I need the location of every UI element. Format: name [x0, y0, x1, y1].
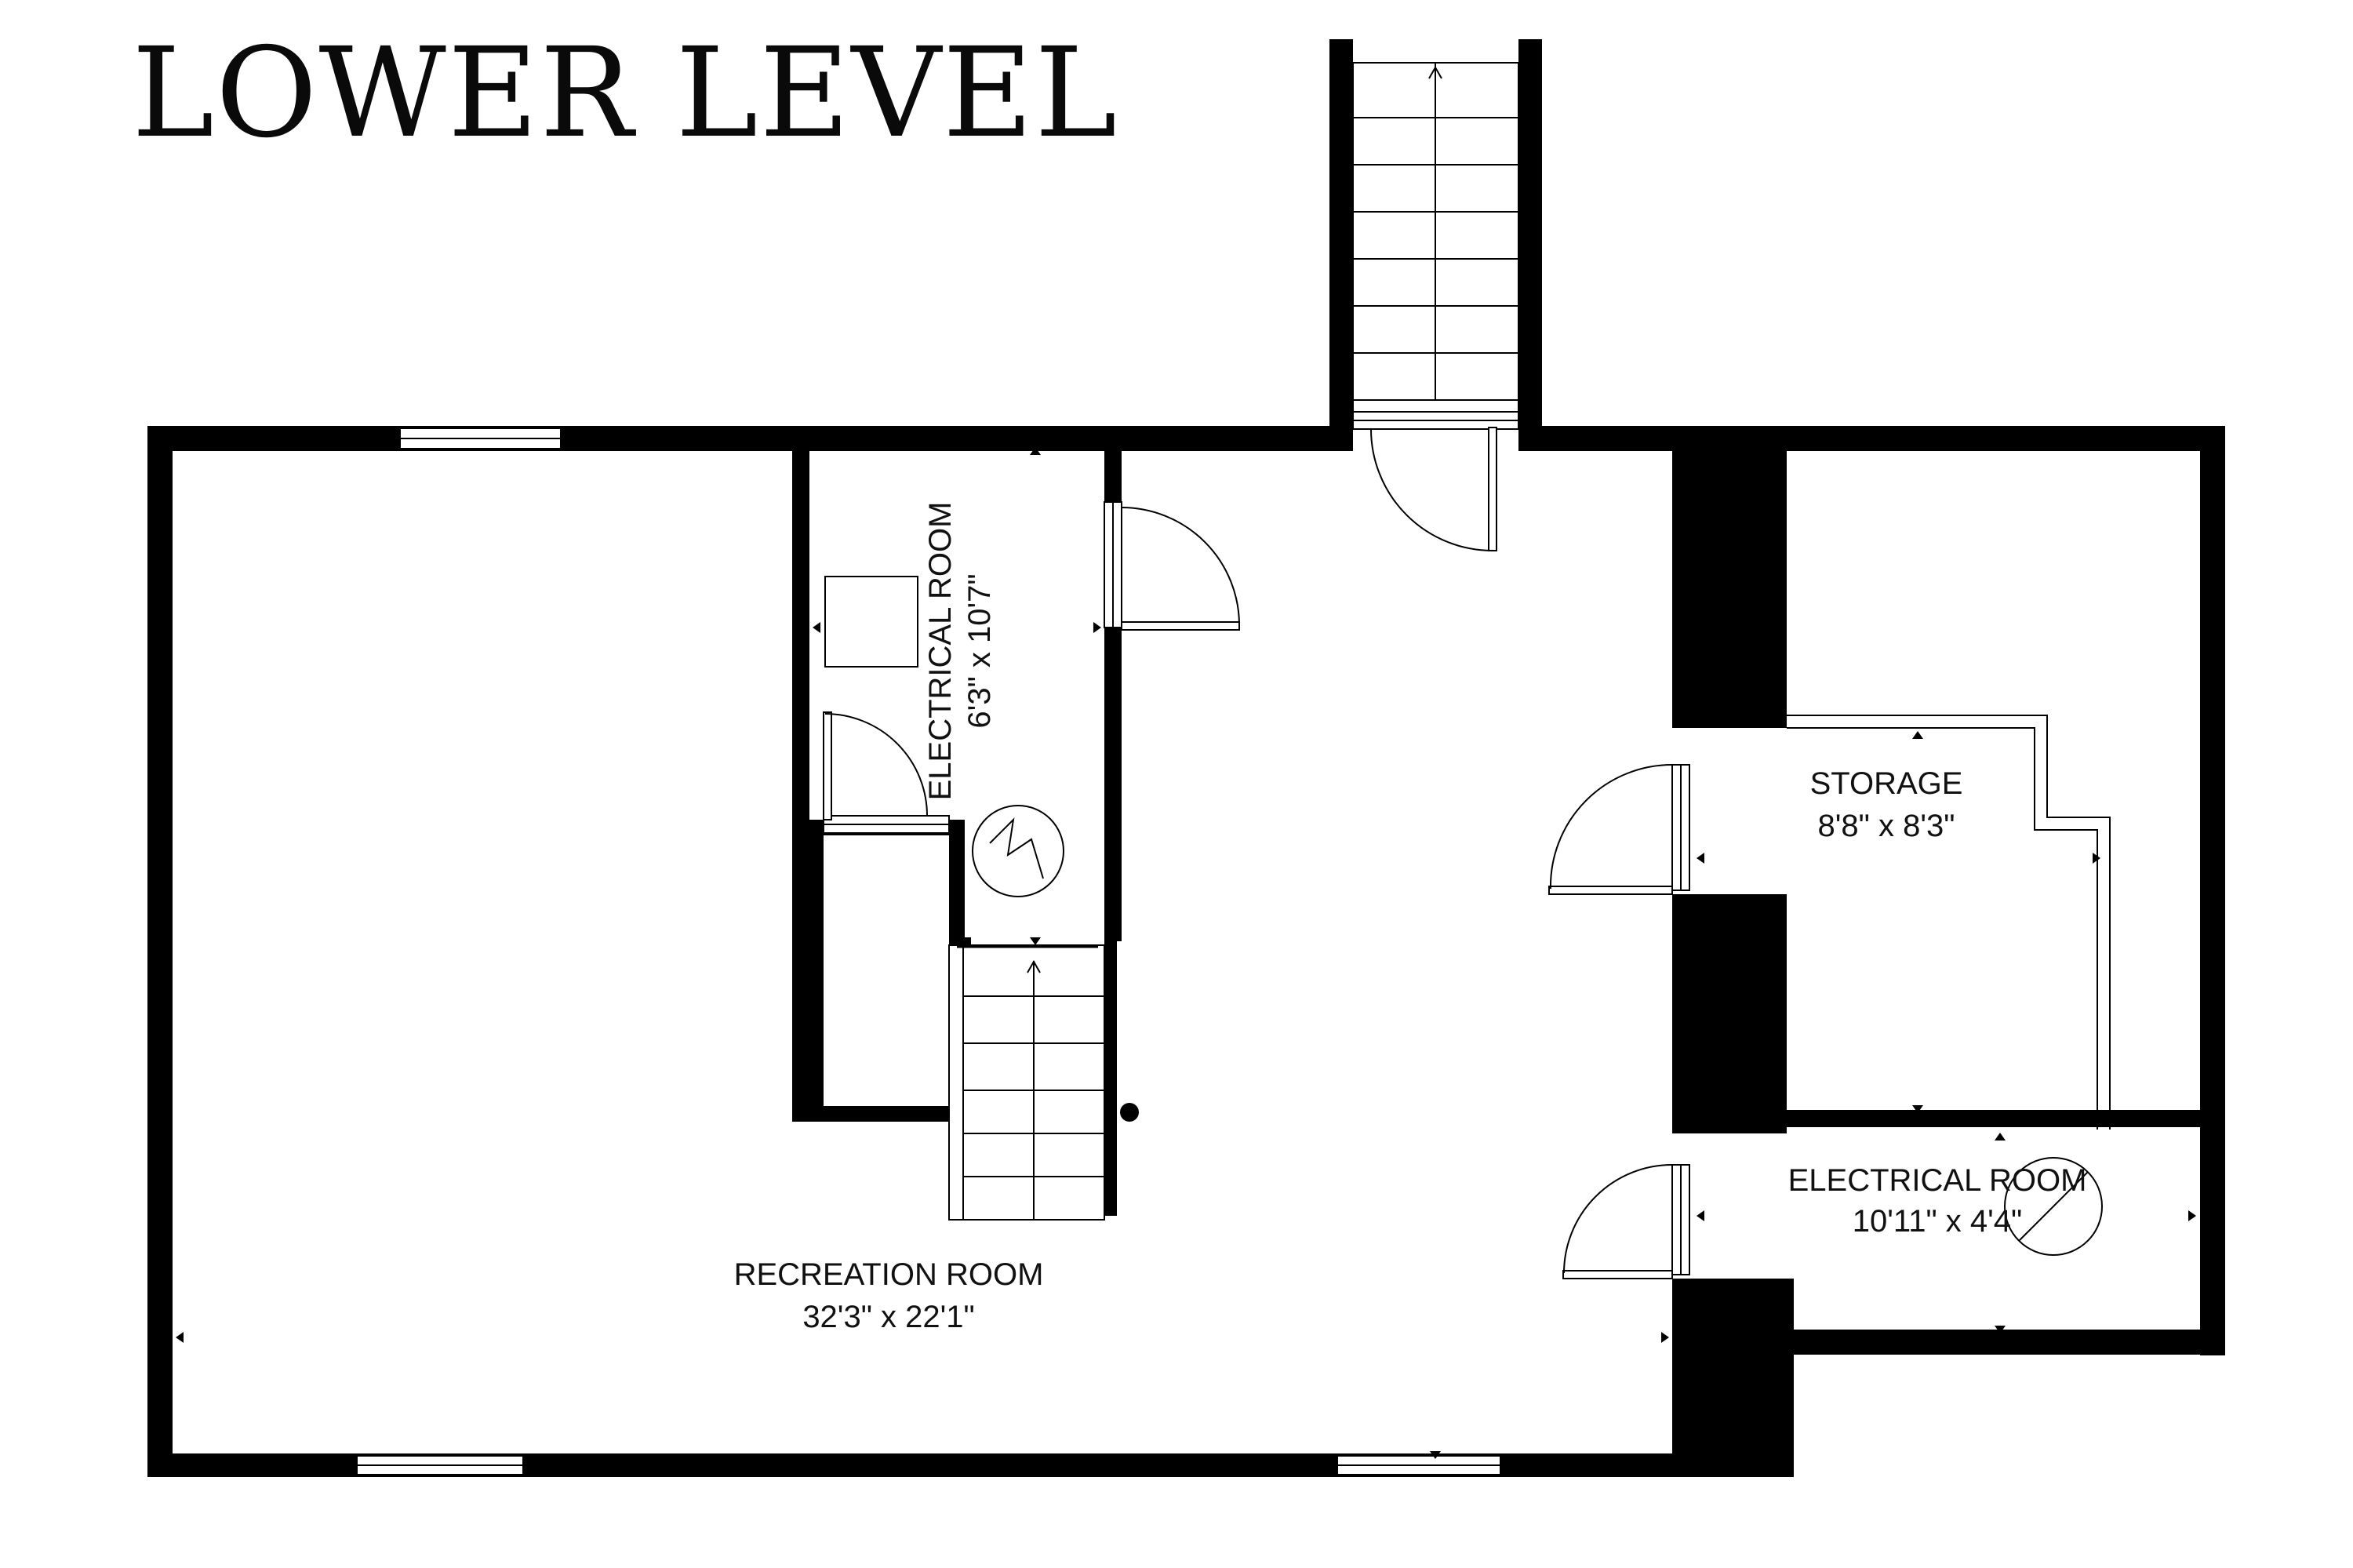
page-title: LOWER LEVEL: [132, 21, 1118, 166]
doors: [823, 411, 1690, 1279]
room-name: STORAGE: [1810, 766, 1963, 801]
room-electrical-small: ELECTRICAL ROOM 10'11" x 4'4": [1788, 1163, 2087, 1239]
room-dimensions: 10'11" x 4'4": [1853, 1204, 2022, 1239]
wall-top-right: [1518, 426, 2225, 451]
post-dot: [1120, 1103, 1139, 1122]
room-recreation: RECREATION ROOM 32'3" x 22'1": [734, 1257, 1044, 1334]
room-storage: STORAGE 8'8" x 8'3": [1810, 766, 1963, 843]
wall-top-left: [147, 426, 1344, 451]
wall-right: [2200, 426, 2225, 1355]
walls: [147, 39, 2225, 1477]
wall-electrical-right-lower: [1104, 933, 1117, 1216]
room-name: ELECTRICAL ROOM: [923, 502, 958, 801]
wall-left: [147, 426, 173, 1477]
wall-stairwell-right: [1518, 39, 1542, 451]
room-name: RECREATION ROOM: [734, 1257, 1044, 1292]
wall-stairwell-left: [1329, 39, 1353, 451]
wall-storage-left-lower: [1774, 894, 1787, 1133]
room-dimensions: 6'3" x 10'7": [962, 573, 997, 728]
room-electrical-main: ELECTRICAL ROOM 6'3" x 10'7": [923, 502, 997, 801]
fixtures: [824, 576, 2111, 1256]
no-entry-icon: [2004, 1157, 2103, 1256]
wall-closet-bottom: [792, 1106, 963, 1122]
room-name: ELECTRICAL ROOM: [1788, 1163, 2087, 1198]
utility-box: [824, 576, 918, 668]
stairs-inner: [948, 944, 1105, 1221]
wall-bottom-right: [1769, 1330, 2225, 1355]
room-dimensions: 32'3" x 22'1": [802, 1300, 974, 1334]
wall-core-upper: [1672, 426, 1774, 728]
dimension-ticks: [176, 447, 2196, 1459]
wall-core-lower-fill: [1672, 1279, 1774, 1477]
electrical-panel-icon: [972, 805, 1064, 897]
room-dimensions: 8'8" x 8'3": [1818, 809, 1955, 843]
wall-storage-left-upper: [1774, 426, 1787, 728]
windows: [356, 427, 1501, 1475]
stair-arrow-icon: [1428, 65, 1442, 79]
stair-arrow-icon: [1027, 959, 1041, 973]
wall-core-middle: [1672, 894, 1774, 1133]
wall-storage-bottom: [1672, 1110, 2225, 1127]
stairs-top: [1352, 62, 1519, 413]
wall-electrical-left: [792, 439, 809, 1122]
